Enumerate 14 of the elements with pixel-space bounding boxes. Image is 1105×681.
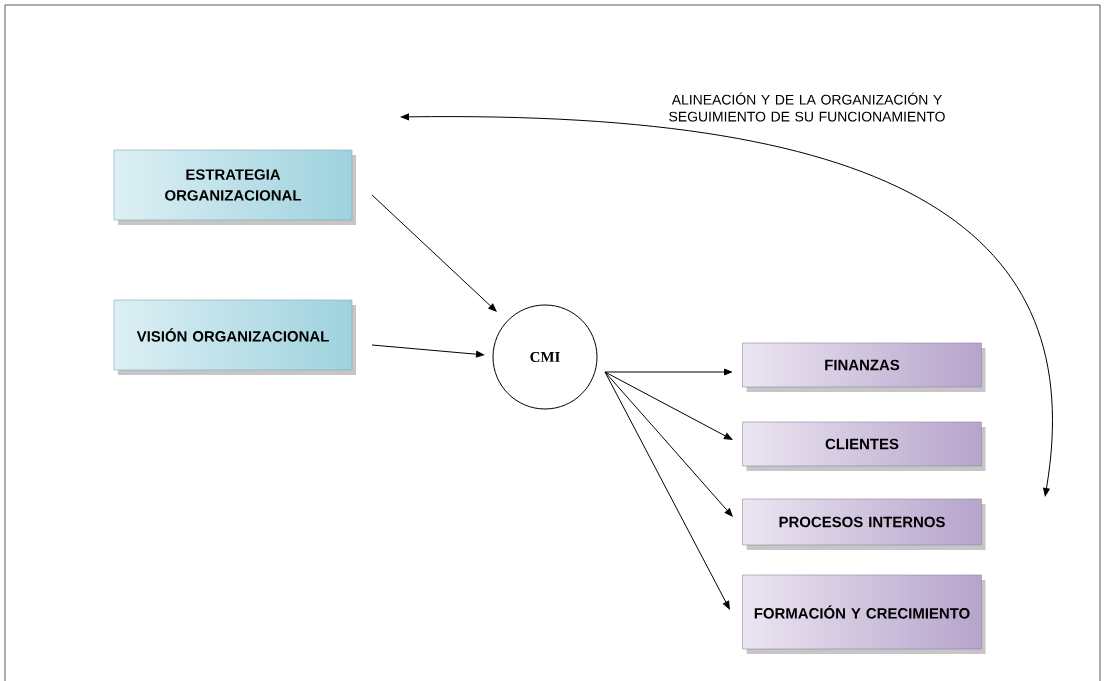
arrow	[604, 371, 733, 440]
process-box: VISIÓN ORGANIZACIONAL	[113, 299, 356, 375]
arrow	[371, 344, 485, 358]
arrow	[604, 368, 733, 376]
arrow	[604, 371, 733, 517]
arrow	[371, 194, 497, 312]
note-text: ALINEACIÓN Y DE LA ORGANIZACIÓN Y SEGUIMIENTO DE SU FUNCIONAMIENTO	[669, 92, 945, 122]
process-box: CLIENTES	[742, 421, 986, 471]
process-box: FINANZAS	[742, 342, 986, 392]
circle-node: CMI	[492, 304, 598, 410]
process-box: FORMACIÓN Y CRECIMIENTO	[742, 574, 986, 654]
arrow	[604, 371, 730, 610]
process-box: ESTRATEGIA ORGANIZACIONAL	[113, 149, 356, 225]
process-box: PROCESOS INTERNOS	[742, 498, 986, 550]
